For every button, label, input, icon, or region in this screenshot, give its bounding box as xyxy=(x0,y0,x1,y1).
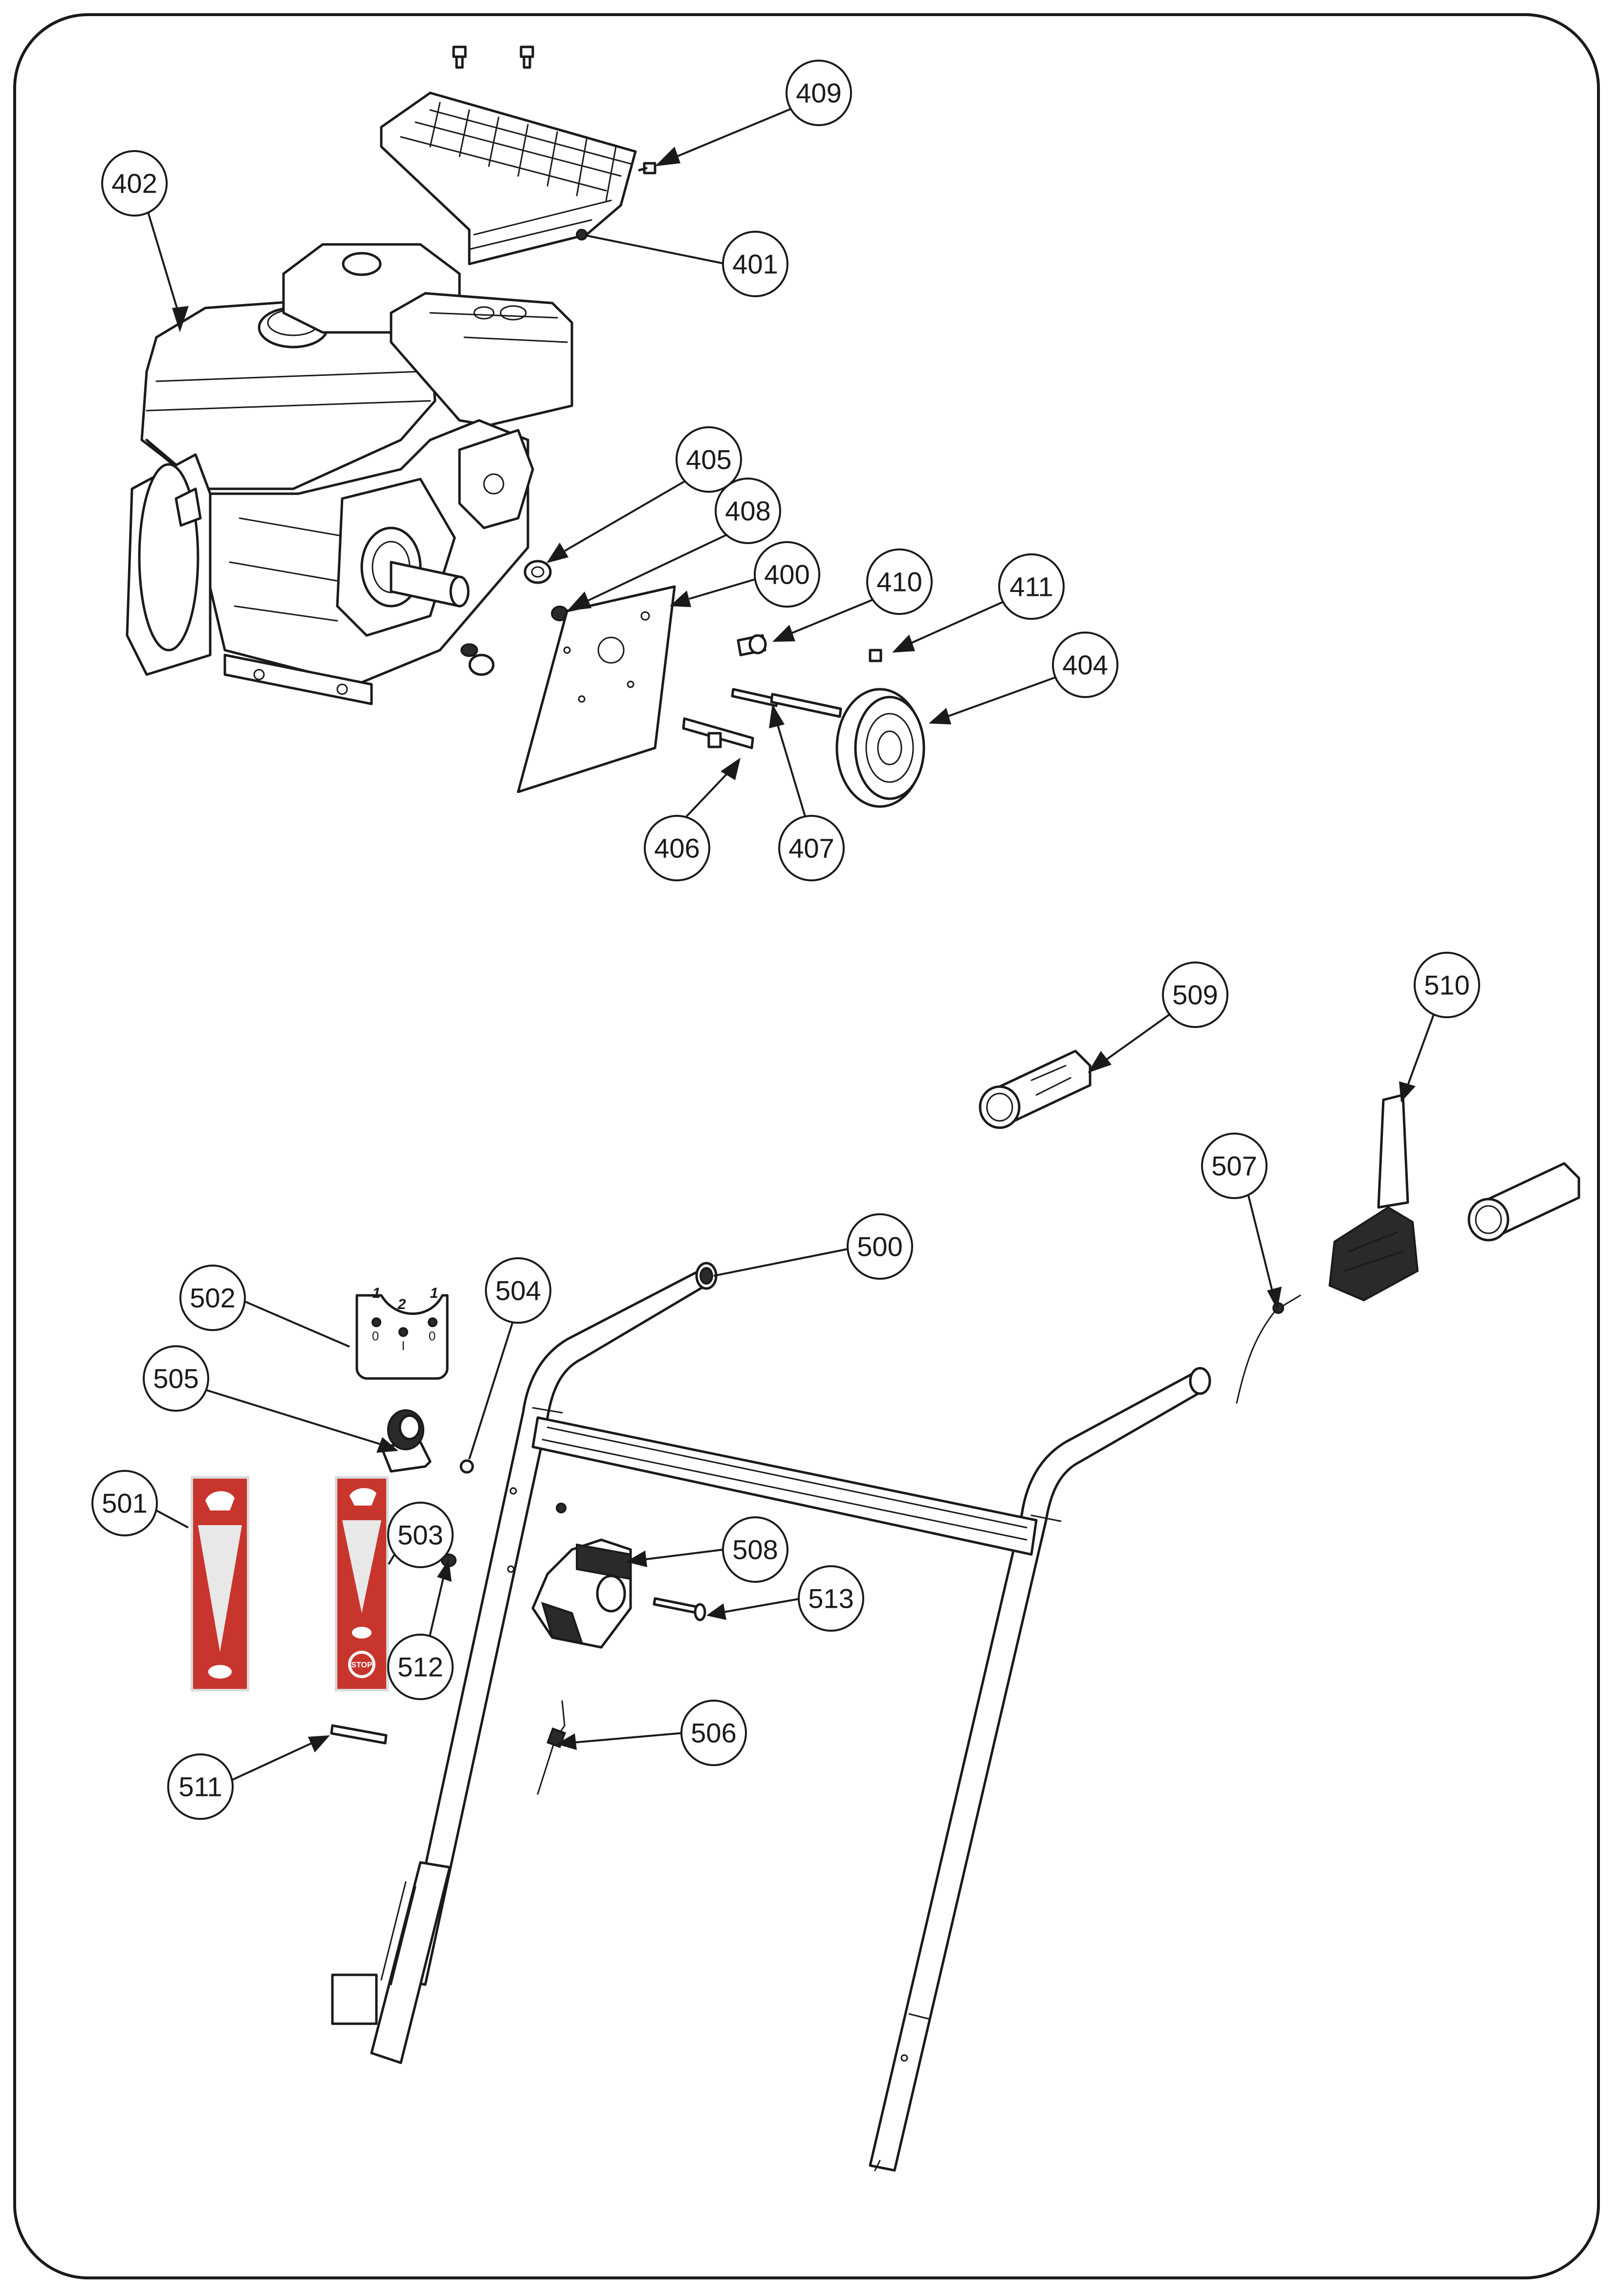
callout-500-label: 500 xyxy=(857,1231,902,1262)
callout-408: 408 xyxy=(715,478,781,544)
throttle-cable xyxy=(1236,1294,1301,1404)
control-lever-housing xyxy=(531,1538,632,1649)
throttle-lever xyxy=(1328,1093,1419,1302)
pin-407 xyxy=(731,688,842,718)
plate-label-left: 1 xyxy=(372,1285,381,1301)
callout-407-label: 407 xyxy=(788,833,834,864)
callout-402-label: 402 xyxy=(111,168,157,199)
grip-509 xyxy=(979,1050,1092,1129)
decal-501 xyxy=(191,1476,249,1691)
callout-505: 505 xyxy=(143,1345,209,1412)
callout-400-label: 400 xyxy=(764,559,809,590)
callout-404-label: 404 xyxy=(1062,650,1108,680)
callout-410-label: 410 xyxy=(876,567,922,597)
callout-409-label: 409 xyxy=(796,78,841,109)
callout-512-label: 512 xyxy=(397,1652,443,1683)
grip-right xyxy=(1467,1162,1580,1242)
callout-505-label: 505 xyxy=(153,1363,198,1394)
callout-508-label: 508 xyxy=(732,1534,778,1565)
callout-401-label: 401 xyxy=(732,249,778,280)
callout-500: 500 xyxy=(847,1213,913,1280)
muffler-guard xyxy=(380,91,637,265)
callout-501-label: 501 xyxy=(102,1488,147,1519)
callout-512: 512 xyxy=(387,1634,454,1700)
callout-502: 502 xyxy=(179,1265,246,1331)
plate-mark-center: I xyxy=(401,1338,405,1353)
handlebar-frame xyxy=(331,1262,1211,2172)
callout-501: 501 xyxy=(91,1470,158,1536)
callout-400: 400 xyxy=(754,541,820,608)
callout-508: 508 xyxy=(722,1516,788,1583)
callout-405-label: 405 xyxy=(686,444,731,475)
decal-503: STOP xyxy=(335,1476,389,1691)
leader-lines xyxy=(145,108,1436,1784)
callout-404: 404 xyxy=(1052,632,1118,698)
callout-510-label: 510 xyxy=(1424,970,1469,1001)
selector-plate: 1 2 1 0 I 0 xyxy=(355,1285,449,1380)
callout-503: 503 xyxy=(387,1502,454,1568)
callout-406: 406 xyxy=(644,815,710,881)
callout-402: 402 xyxy=(101,150,168,217)
plate-label-right: 1 xyxy=(430,1285,438,1301)
callout-502-label: 502 xyxy=(190,1283,235,1313)
bolt-410 xyxy=(737,634,767,656)
pin-406 xyxy=(682,717,754,749)
pin-511 xyxy=(330,1724,388,1745)
callout-511-label: 511 xyxy=(178,1771,222,1802)
pulley xyxy=(835,688,925,808)
callout-509: 509 xyxy=(1162,962,1228,1028)
callout-511: 511 xyxy=(167,1753,234,1820)
engine xyxy=(126,243,573,705)
callout-405: 405 xyxy=(676,426,742,493)
callout-506: 506 xyxy=(680,1700,747,1766)
callout-409: 409 xyxy=(786,60,852,126)
callout-503-label: 503 xyxy=(397,1520,443,1551)
callout-513: 513 xyxy=(798,1565,864,1632)
callout-410: 410 xyxy=(866,548,933,615)
callout-507: 507 xyxy=(1201,1133,1268,1199)
callout-406-label: 406 xyxy=(654,833,700,864)
mounting-plate xyxy=(517,585,676,793)
ball-504 xyxy=(459,1459,474,1474)
callout-507-label: 507 xyxy=(1211,1151,1257,1181)
plate-mark-right: 0 xyxy=(429,1329,436,1343)
callout-407: 407 xyxy=(778,815,845,881)
spring-506 xyxy=(537,1700,566,1795)
knob-505 xyxy=(380,1409,432,1473)
callout-506-label: 506 xyxy=(691,1718,736,1749)
pin-513 xyxy=(653,1597,706,1621)
spacer-405 xyxy=(524,560,552,584)
callout-504-label: 504 xyxy=(495,1275,541,1306)
callout-513-label: 513 xyxy=(808,1583,853,1614)
callout-401: 401 xyxy=(722,231,788,297)
callout-408-label: 408 xyxy=(725,496,770,526)
decal-stop-text: STOP xyxy=(351,1661,372,1669)
callout-509-label: 509 xyxy=(1172,980,1218,1010)
callout-411: 411 xyxy=(998,553,1065,620)
callout-504: 504 xyxy=(485,1257,551,1324)
callout-411-label: 411 xyxy=(1009,571,1053,602)
page-frame xyxy=(13,13,1600,2279)
plate-mark-left: 0 xyxy=(372,1329,379,1343)
plate-label-center: 2 xyxy=(397,1296,406,1312)
set-screw-411 xyxy=(869,649,882,662)
screw-parts xyxy=(452,45,656,175)
callout-510: 510 xyxy=(1414,952,1480,1018)
